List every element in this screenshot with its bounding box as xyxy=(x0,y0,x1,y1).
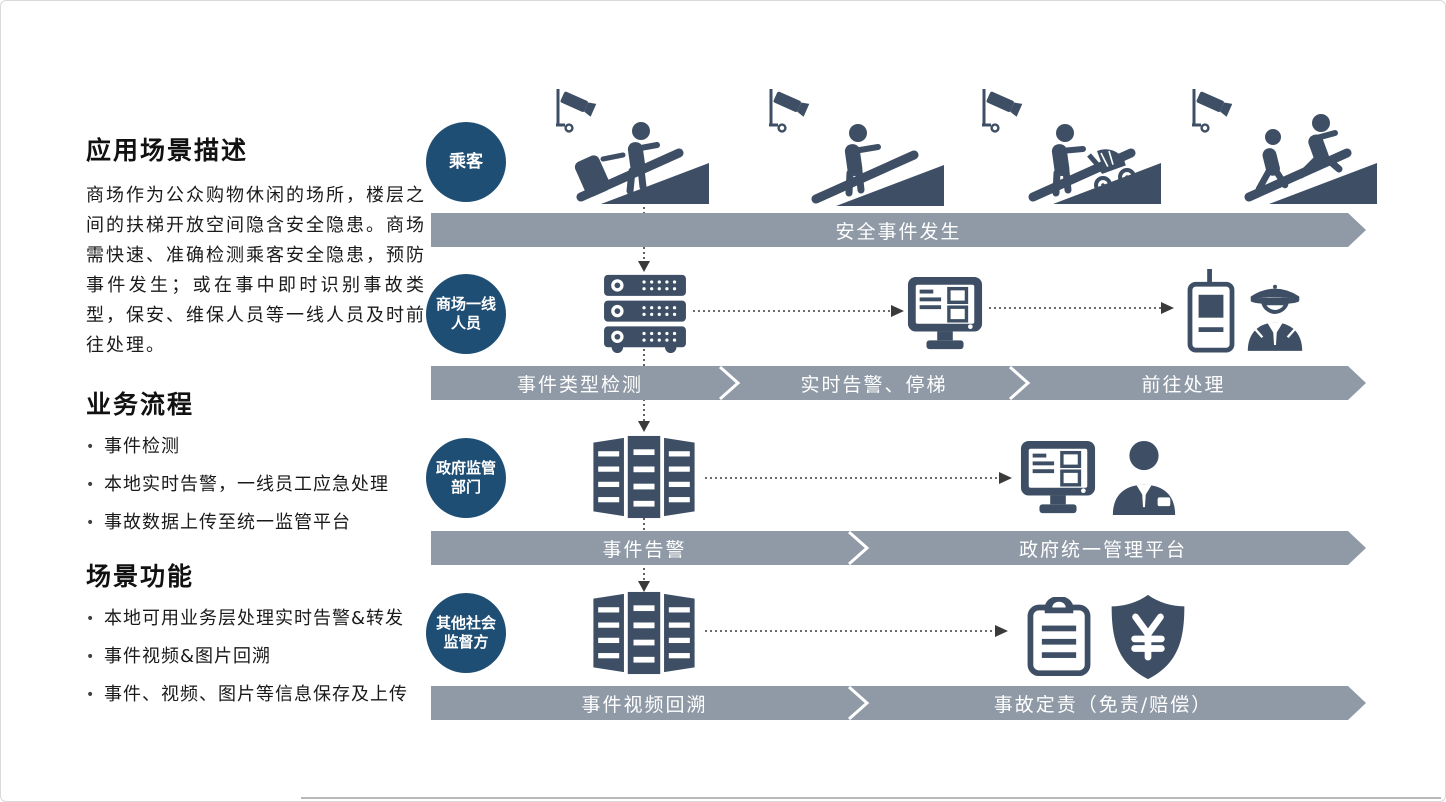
role-label: 监督方 xyxy=(443,633,489,651)
datacenter-server-icon xyxy=(593,591,695,675)
functions-bullets: • 本地可用业务层处理实时告警&转发 • 事件视频&图片回溯 • 事件、视频、图片等信… xyxy=(86,607,426,707)
left-panel: 应用场景描述 商场作为公众购物休闲的场所，楼层之间的扶梯开放空间隐含安全隐患。商… xyxy=(86,131,426,729)
bullet-text: 本地实时告警，一线员工应急处理 xyxy=(104,474,389,495)
role-label: 其他社会 xyxy=(435,614,496,632)
role-label: 乘客 xyxy=(449,151,483,172)
role-circle-mall-staff: 商场一线 人员 xyxy=(426,274,506,354)
process-heading: 业务流程 xyxy=(86,390,195,419)
role-label: 部门 xyxy=(450,478,481,496)
cctv-camera-icon xyxy=(556,89,597,133)
chevron-right-icon xyxy=(846,686,870,720)
banner-label: 政府统一管理平台 xyxy=(1018,538,1187,561)
bullet-text: 事件、视频、图片等信息保存及上传 xyxy=(104,684,408,705)
banner-segment: 事件类型检测 xyxy=(431,366,729,400)
list-item: • 事件、视频、图片等信息保存及上传 xyxy=(86,683,426,707)
role-circle-government: 政府监管 部门 xyxy=(426,438,506,518)
banner-segment: 实时告警、停梯 xyxy=(729,366,1019,400)
walkie-talkie-icon xyxy=(1187,269,1235,353)
chevron-right-icon xyxy=(1007,366,1031,400)
chevron-right-icon xyxy=(846,531,870,565)
list-item: • 事故数据上传至统一监管平台 xyxy=(86,511,426,535)
role-label: 商场一线 xyxy=(435,295,496,313)
banner-label: 实时告警、停梯 xyxy=(800,373,948,396)
banner-label: 事故定责（免责/赔偿） xyxy=(993,693,1213,716)
role-circle-social-supervisor: 其他社会 监督方 xyxy=(426,593,506,673)
cctv-camera-icon xyxy=(769,89,810,133)
bullet-icon: • xyxy=(86,611,96,627)
banner-segment: 政府统一管理平台 xyxy=(858,531,1366,565)
process-bullets: • 事件检测 • 本地实时告警，一线员工应急处理 • 事故数据上传至统一监管平台 xyxy=(86,435,426,535)
arrow-down-connector xyxy=(638,187,650,272)
arrow-right-connector xyxy=(693,305,904,317)
alarm-monitor-icon xyxy=(907,276,983,350)
role-circle-passenger: 乘客 xyxy=(426,122,506,202)
bullet-icon: • xyxy=(86,439,96,455)
escalator-passenger-running-icon xyxy=(1244,114,1377,204)
bullet-icon: • xyxy=(86,687,96,703)
banner-incident-occurs: 安全事件发生 xyxy=(431,213,1366,247)
management-monitor-icon xyxy=(1020,440,1096,514)
liability-shield-yuan-icon xyxy=(1111,594,1185,680)
banner-segment: 前往处理 xyxy=(1019,366,1366,400)
banner-government-flow: 事件告警 政府统一管理平台 xyxy=(431,531,1366,565)
cctv-camera-icon xyxy=(982,89,1023,133)
role-label: 政府监管 xyxy=(435,459,496,477)
bullet-text: 事故数据上传至统一监管平台 xyxy=(104,512,351,533)
scenario-heading: 应用场景描述 xyxy=(86,136,249,165)
bullet-icon: • xyxy=(86,649,96,665)
banner-staff-flow: 事件类型检测 实时告警、停梯 前往处理 xyxy=(431,366,1366,400)
bullet-text: 事件视频&图片回溯 xyxy=(104,646,272,667)
cctv-camera-icon xyxy=(1192,89,1233,133)
arrow-right-connector xyxy=(989,302,1174,314)
banner-segment: 事故定责（免责/赔偿） xyxy=(858,686,1366,720)
functions-heading: 场景功能 xyxy=(86,562,195,591)
escalator-passenger-luggage-icon xyxy=(574,122,709,204)
escalator-passenger-standing-icon xyxy=(811,124,944,206)
list-item: • 事件视频&图片回溯 xyxy=(86,645,426,669)
banner-label: 前往处理 xyxy=(1141,373,1226,396)
arrow-right-connector xyxy=(705,472,1012,484)
list-item: • 本地实时告警，一线员工应急处理 xyxy=(86,473,426,497)
bullet-icon: • xyxy=(86,477,96,493)
scenario-paragraph: 商场作为公众购物休闲的场所，楼层之间的扶梯开放空间隐含安全隐患。商场需快速、准确… xyxy=(86,185,426,356)
incident-report-clipboard-icon xyxy=(1027,597,1091,677)
list-item: • 本地可用业务层处理实时告警&转发 xyxy=(86,607,426,631)
list-item: • 事件检测 xyxy=(86,435,426,459)
role-label: 人员 xyxy=(450,314,481,332)
datacenter-server-icon xyxy=(593,435,695,519)
government-officer-icon xyxy=(1112,440,1176,515)
banner-label: 事件类型检测 xyxy=(516,373,643,396)
edge-server-icon xyxy=(604,274,686,353)
banner-label: 安全事件发生 xyxy=(835,220,962,243)
bullet-text: 本地可用业务层处理实时告警&转发 xyxy=(104,608,405,629)
bullet-icon: • xyxy=(86,515,96,531)
banner-segment: 安全事件发生 xyxy=(431,213,1366,247)
escalator-passenger-stroller-icon xyxy=(1028,124,1161,204)
banner-segment: 事件视频回溯 xyxy=(431,686,858,720)
banner-label: 事件视频回溯 xyxy=(581,693,708,716)
banner-segment: 事件告警 xyxy=(431,531,858,565)
bullet-text: 事件检测 xyxy=(104,436,180,457)
chevron-right-icon xyxy=(717,366,741,400)
banner-social-flow: 事件视频回溯 事故定责（免责/赔偿） xyxy=(431,686,1366,720)
security-guard-icon xyxy=(1247,284,1303,351)
bottom-edge-line xyxy=(301,797,1441,799)
arrow-right-connector xyxy=(705,625,1008,637)
banner-label: 事件告警 xyxy=(602,538,687,561)
